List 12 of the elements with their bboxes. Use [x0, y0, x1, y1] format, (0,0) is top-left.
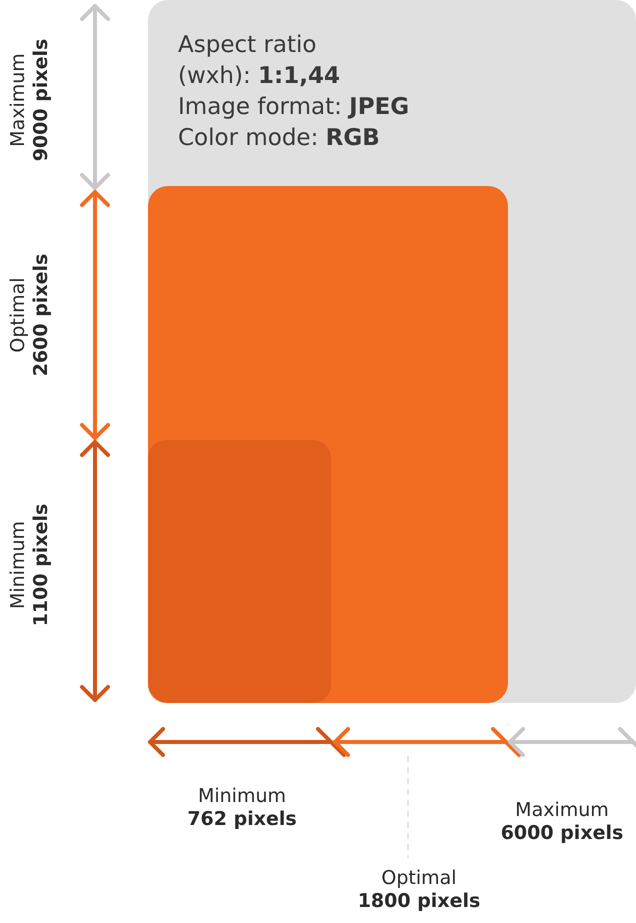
dimension-label: Minimum 1100 pixels — [7, 504, 53, 626]
dimension-label: Minimum 762 pixels — [187, 785, 297, 831]
spec-text: Image format: JPEG — [178, 93, 410, 122]
dimension-label: Optimal 2600 pixels — [7, 254, 53, 376]
spec-text: Aspect ratio (wxh): 1:1,44 — [178, 31, 341, 91]
dimension-label: Maximum 6000 pixels — [500, 799, 624, 845]
inner-rectangle — [148, 440, 331, 703]
spec-text: Color mode: RGB — [178, 124, 380, 153]
info-panel — [148, 0, 636, 703]
dimension-label: Maximum 9000 pixels — [7, 38, 53, 162]
size-rectangle — [148, 186, 508, 703]
dimension-label: Optimal 1800 pixels — [358, 867, 480, 913]
